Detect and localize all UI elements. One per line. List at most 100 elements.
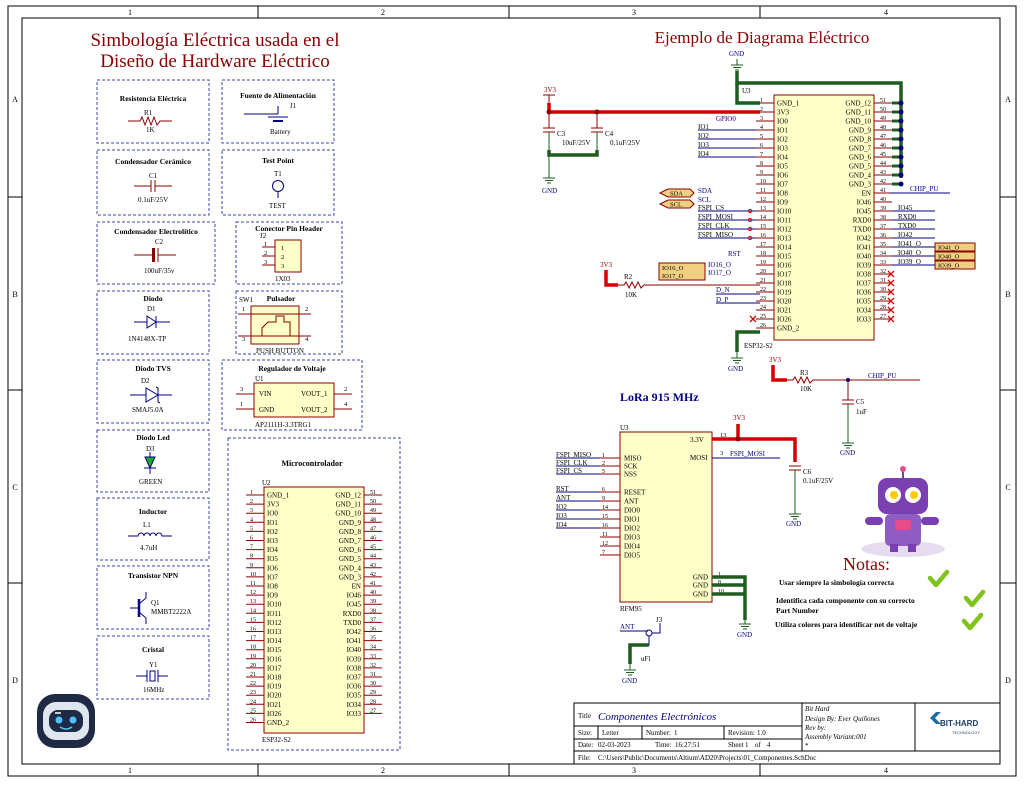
ref: C4 (605, 130, 614, 138)
port-io17: IO17_O (662, 273, 684, 280)
pin-name: VOUT_1 (301, 390, 328, 398)
symbol-testpoint: Test Point T1 TEST (221, 149, 335, 216)
rfm-ref: U3 (620, 424, 629, 432)
net-label: FSPI_CLK (698, 222, 730, 230)
pin-number: 6 (760, 143, 763, 149)
ref: D1 (147, 305, 156, 313)
pin-name: GND_10 (845, 118, 871, 126)
pin-name: IO42 (857, 235, 872, 243)
pin-number: 24 (250, 699, 256, 705)
ref: J2 (260, 232, 267, 240)
heading-left-2: Diseño de Hardware Eléctrico (100, 51, 329, 72)
pin-number: 10 (718, 589, 724, 595)
ref: C3 (557, 130, 566, 138)
pin-number: 1 (718, 572, 721, 578)
symbol-header: Conector Pin Header J2 1 2 3 1 2 3 1X03 (235, 221, 343, 285)
pin-number: 38 (880, 215, 886, 221)
value: MMBT2222A (151, 608, 191, 616)
pin-number: 46 (370, 536, 376, 542)
net-label: GPIO0 (716, 115, 736, 123)
pin-name: NSS (624, 471, 637, 479)
pin-name: GND_7 (339, 537, 362, 545)
pin-number: 3 (250, 508, 253, 514)
port-label: IO41_O (938, 245, 960, 252)
pin-name: GND_9 (849, 127, 872, 135)
pin-number: 29 (370, 690, 376, 696)
ref: SW1 (239, 296, 254, 304)
pin-number: 50 (880, 107, 886, 113)
pin-number: 48 (880, 125, 886, 131)
pin-number: 41 (370, 581, 376, 587)
pin-name: IO1 (777, 127, 788, 135)
pin-number: 32 (370, 663, 376, 669)
ref: R3 (800, 369, 809, 377)
pin-number: 48 (370, 517, 376, 523)
pin-name: IO17 (777, 271, 792, 279)
pin-name: EN (352, 583, 361, 591)
pin-number: 34 (880, 251, 886, 257)
pin-name: GND_12 (335, 492, 361, 500)
pin-name: GND_1 (777, 100, 800, 108)
symbol-led: Diodo Led D3 GREEN (96, 429, 210, 493)
value: 0.1uF/25V (138, 196, 168, 204)
date-value: 02-03-2023 (598, 741, 631, 749)
pin-name: TXD0 (853, 226, 871, 234)
pin-name: IO46 (857, 199, 872, 207)
of-label: of (755, 741, 762, 749)
pin-name: IO39 (347, 655, 362, 663)
heading-right: Ejemplo de Diagrama Eléctrico (655, 28, 870, 47)
pin-number: 16 (250, 627, 256, 633)
pin-number: 46 (880, 143, 886, 149)
pin-number: 9 (760, 170, 763, 176)
note-item: Utiliza colores para identificar net de … (775, 620, 918, 629)
pin-number: 9 (250, 563, 253, 569)
v33-label: 3V3 (544, 86, 557, 94)
pin-name: GND_5 (849, 163, 872, 171)
pin-number: 21 (760, 278, 766, 284)
pin-name: IO11 (267, 610, 282, 618)
port-sda: SDA (670, 191, 683, 198)
robot-mascot (861, 466, 945, 557)
net-label: FSPI_CS (698, 204, 724, 212)
pin-number: 37 (370, 617, 376, 623)
symbol-button: Pulsador SW1 1 2 3 4 PUSH BUTTON (235, 290, 343, 355)
pin-name: DIO1 (624, 516, 640, 524)
pin-name: RESET (624, 489, 646, 497)
pin-name: MISO (624, 455, 642, 463)
pin-name: GND (693, 591, 708, 599)
value: 10K (800, 385, 812, 393)
number-label: Number: (646, 729, 671, 737)
pin-name: 3V3 (777, 109, 790, 117)
pin-number: 43 (370, 563, 376, 569)
net-label: IO4 (698, 150, 709, 158)
pin-name: GND_7 (849, 145, 872, 153)
pin-name: EN (862, 190, 871, 198)
pin-number: 22 (250, 681, 256, 687)
pin-number: 1 (240, 401, 243, 408)
row-label: A (1005, 95, 1011, 104)
pin-name: IO6 (777, 172, 788, 180)
pin-number: 50 (370, 499, 376, 505)
net-label: IO16_O (708, 261, 731, 269)
pin-number: 10 (250, 572, 256, 578)
pin-number: 2 (344, 386, 347, 393)
pin-number: 35 (370, 636, 376, 642)
pin-number: 47 (880, 134, 886, 140)
value: 10K (625, 291, 637, 299)
net-label: IO42 (898, 231, 913, 239)
pin-number: 36 (370, 627, 376, 633)
net-label: FSPI_MISO (556, 451, 591, 459)
gnd-label: GND (840, 449, 855, 457)
pin-number: 39 (370, 599, 376, 605)
symbol-title: Pulsador (267, 294, 296, 303)
pin-name: 3.3V (690, 436, 704, 444)
pin-name: IO34 (857, 307, 872, 315)
pin-name: IO45 (347, 601, 362, 609)
ref: C6 (803, 468, 812, 476)
pin-number: 44 (370, 554, 376, 560)
pin-name: IO19 (267, 683, 282, 691)
symbol-title: Diodo Led (136, 433, 170, 442)
pin-name: IO5 (267, 555, 278, 563)
pin-name: GND_12 (845, 100, 871, 108)
